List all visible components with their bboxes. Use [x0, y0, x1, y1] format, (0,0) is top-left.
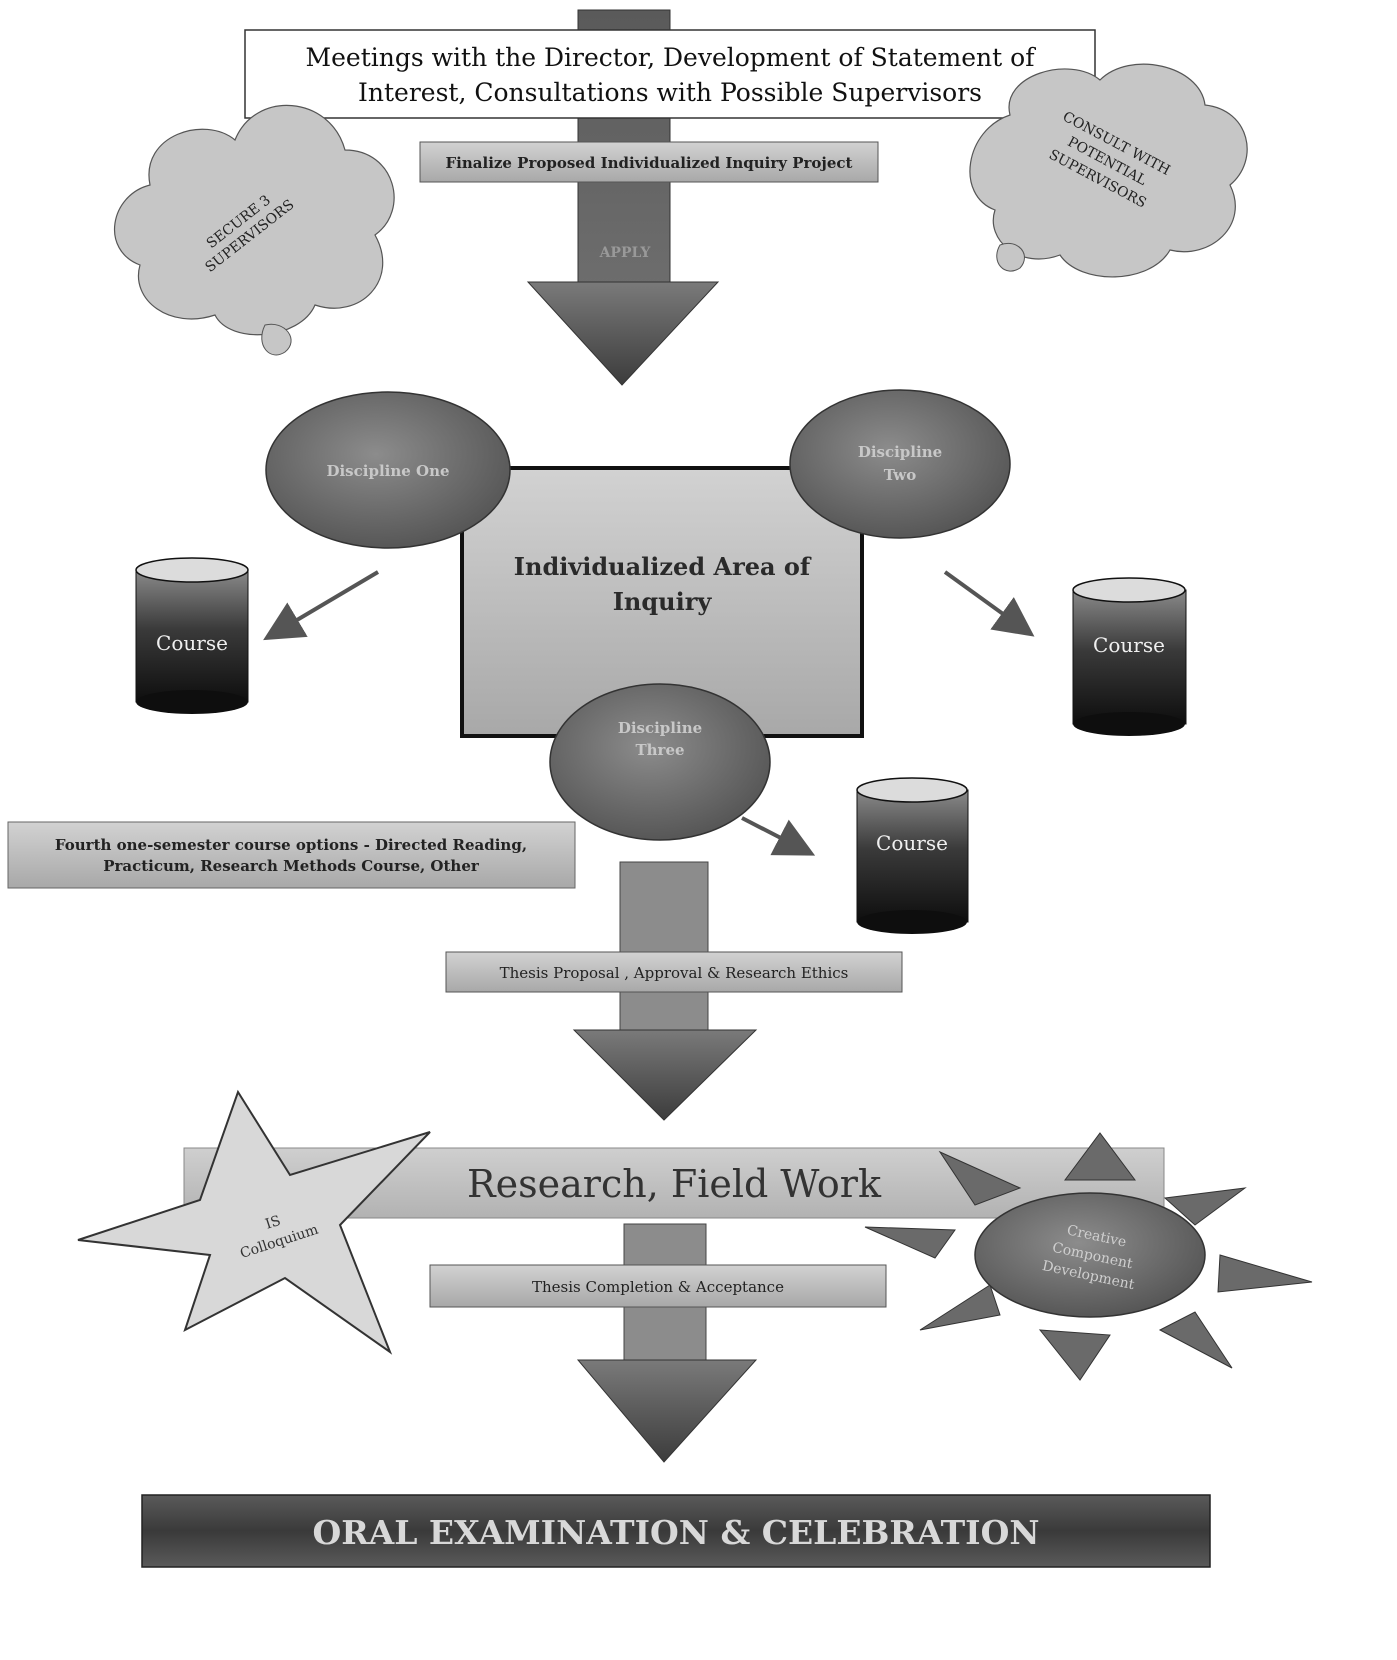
bottom-flow-arrow [576, 1223, 758, 1463]
star-line-1: IS [263, 1213, 282, 1233]
center-box-line-1: Individualized Area of [514, 552, 812, 581]
meetings-line-2: Interest, Consultations with Possible Su… [358, 78, 982, 107]
course-bottom-label: Course [876, 831, 948, 855]
discipline-two-line-2: Two [884, 466, 916, 484]
apply-label: APPLY [599, 245, 652, 261]
cloud-consult-supervisors: CONSULT WITH POTENTIAL SUPERVISORS [969, 63, 1248, 278]
course-right-label: Course [1093, 633, 1165, 657]
course-cylinder-right: Course [1072, 577, 1187, 736]
discipline-two-line-1: Discipline [858, 443, 942, 461]
course-left-label: Course [156, 631, 228, 655]
oral-examination-banner: ORAL EXAMINATION & CELEBRATION [141, 1494, 1211, 1568]
fourth-course-line-2: Practicum, Research Methods Course, Othe… [103, 857, 480, 875]
fourth-course-box: Fourth one-semester course options - Dir… [7, 821, 576, 889]
discipline-two-ellipse: Discipline Two [789, 389, 1011, 539]
cloud-secure-supervisors: SECURE 3 SUPERVISORS [113, 105, 395, 356]
arrow-to-course-bottom [741, 816, 816, 856]
thesis-proposal-label: Thesis Proposal , Approval & Research Et… [500, 964, 849, 982]
thesis-proposal-box: Thesis Proposal , Approval & Research Et… [445, 951, 903, 993]
course-cylinder-bottom: Course [856, 777, 969, 934]
middle-flow-arrow [572, 861, 758, 1121]
arrow-to-course-right [943, 570, 1035, 637]
is-colloquium-star: IS Colloquium [77, 1089, 431, 1355]
meetings-line-1: Meetings with the Director, Development … [306, 43, 1037, 72]
final-banner-label: ORAL EXAMINATION & CELEBRATION [312, 1513, 1039, 1552]
finalize-label: Finalize Proposed Individualized Inquiry… [446, 154, 853, 172]
discipline-three-ellipse: Discipline Three [549, 683, 771, 841]
research-label: Research, Field Work [467, 1162, 882, 1206]
discipline-three-line-2: Three [635, 741, 684, 759]
thesis-completion-box: Thesis Completion & Acceptance [429, 1264, 887, 1308]
discipline-one-ellipse: Discipline One [265, 391, 511, 549]
creative-component-sun: Creative Component Development [864, 1132, 1313, 1381]
individualized-area-box: Individualized Area of Inquiry [460, 466, 864, 738]
center-box-line-2: Inquiry [613, 587, 713, 616]
discipline-one-label: Discipline One [326, 462, 449, 480]
finalize-label-box: Finalize Proposed Individualized Inquiry… [419, 141, 879, 183]
thesis-completion-label: Thesis Completion & Acceptance [532, 1278, 784, 1296]
meetings-box: Meetings with the Director, Development … [244, 29, 1096, 119]
course-cylinder-left: Course [135, 557, 249, 714]
fourth-course-line-1: Fourth one-semester course options - Dir… [55, 836, 527, 854]
discipline-three-line-1: Discipline [618, 719, 702, 737]
arrow-to-course-left [263, 570, 380, 641]
